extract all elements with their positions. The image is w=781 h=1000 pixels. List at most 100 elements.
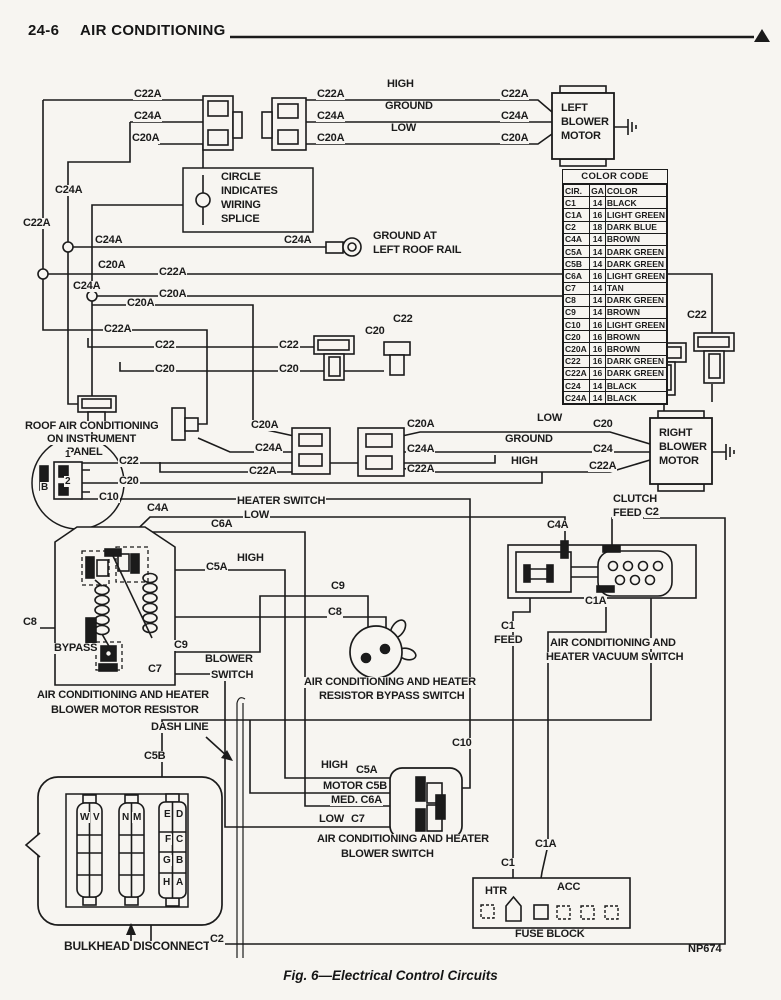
wire-label: HIGH [236,552,265,564]
color-code-cell: 14 [589,391,606,405]
color-code-cell: C4A [562,232,591,246]
color-code-cell: BLACK [604,378,668,393]
color-code-cell: 16 [589,366,606,381]
wire-label: CIRCLE [220,171,262,183]
wire-label: BLOWER [204,653,254,665]
color-code-cell: LIGHT GREEN [604,208,668,222]
wire-label: E [163,809,172,820]
wire-label: W [79,812,91,823]
color-code-cell: C10 [562,318,591,332]
wire-label: C20A [97,259,127,271]
wire-label: C22A [406,463,436,475]
connector-icon [291,427,331,475]
wire-label: C20 [278,363,300,375]
wire-label: C20A [500,132,530,144]
wire-label: C20 [154,363,176,375]
wire-label: HEATER SWITCH [236,495,327,507]
color-code-cell: BLACK [604,391,668,405]
wire-label: PANEL [66,446,104,458]
wire-label: C7 [147,663,163,675]
wire-label: SPLICE [220,213,261,225]
color-code-cell: C8 [562,293,591,307]
color-code-cell: 16 [589,330,606,344]
wire-label: C4A [546,519,570,531]
wire-label: GROUND [504,433,554,445]
wire-label: BLOWER MOTOR RESISTOR [50,704,200,716]
wire-label: HIGH [510,455,539,467]
wire-label: C20A [126,297,156,309]
wire-label: F [164,834,172,845]
wire-label: C22 [392,313,414,325]
wire-label: C24A [283,234,313,246]
wire-label: HTR [484,885,509,897]
wire-label: C5A [205,561,229,573]
wire-label: ROOF AIR CONDITIONING [24,420,160,432]
wire-label: WIRING [220,199,262,211]
wire-label: C2 [644,506,660,518]
connector-icon [171,407,199,441]
color-code-cell: C6A [562,269,591,283]
color-code-cell: C2 [562,220,591,234]
wire-label: ON INSTRUMENT [46,433,138,445]
wire-label: MOTOR [658,455,700,467]
wire-label: LEFT ROOF RAIL [372,244,463,256]
wire-label: C22 [686,309,708,321]
color-code-cell: C5B [562,257,591,271]
wire-label: H [162,877,172,888]
header-triangle-icon [754,29,770,42]
color-code-cell: C1 [562,196,591,210]
figure-caption: Fig. 6—Electrical Control Circuits [283,968,498,983]
color-code-cell: LIGHT GREEN [604,318,668,332]
wire-label: D [175,809,185,820]
color-code-cell: C20A [562,342,591,356]
wire-label: BLOWER [560,116,610,128]
page-number: 24-6 [28,22,60,39]
wire-label: C20A [250,419,280,431]
wire-label: C20 [592,418,614,430]
wire-label: BLOWER [658,441,708,453]
ground-icon [712,444,735,460]
color-code-cell: 16 [589,318,606,332]
wire-label: BLOWER SWITCH [340,848,435,860]
wire-label: 2 [64,476,72,487]
wire-label: LOW [243,509,271,521]
color-code-cell: C22A [562,366,591,381]
wire-label: C22A [22,217,52,229]
splice-icon [37,268,49,280]
wire-label: INDICATES [220,185,279,197]
color-code-cell: C7 [562,281,591,295]
blower-resistor [54,526,176,686]
wire-label: C20A [131,132,161,144]
color-code-cell: 14 [589,305,606,320]
bypass-switch [349,619,417,679]
wire-label: C9 [173,639,189,651]
wire-label: C8 [327,606,343,618]
wire-label: C20A [406,418,436,430]
wire-label: C9 [330,580,346,592]
color-code-cell: 14 [589,378,606,393]
color-code-cell: 16 [589,208,606,222]
color-code-cell: DARK GREEN [604,366,668,381]
splice-icon [62,241,74,253]
blower-switch [389,767,463,839]
wire-label: LOW [318,813,346,825]
wire-label: DASH LINE [150,721,210,733]
ground-icon [614,119,637,135]
wire-label: GROUND [384,100,434,112]
wire-label: C10 [98,491,120,503]
wire-label: C7 [350,813,366,825]
wire-label: 1 [64,449,72,460]
color-code-cell: C22 [562,354,591,368]
wire-label: C22A [158,266,188,278]
color-code-cell: DARK BLUE [604,220,668,234]
wire-label: GROUND AT [372,230,438,242]
wire-label: C24A [72,280,102,292]
